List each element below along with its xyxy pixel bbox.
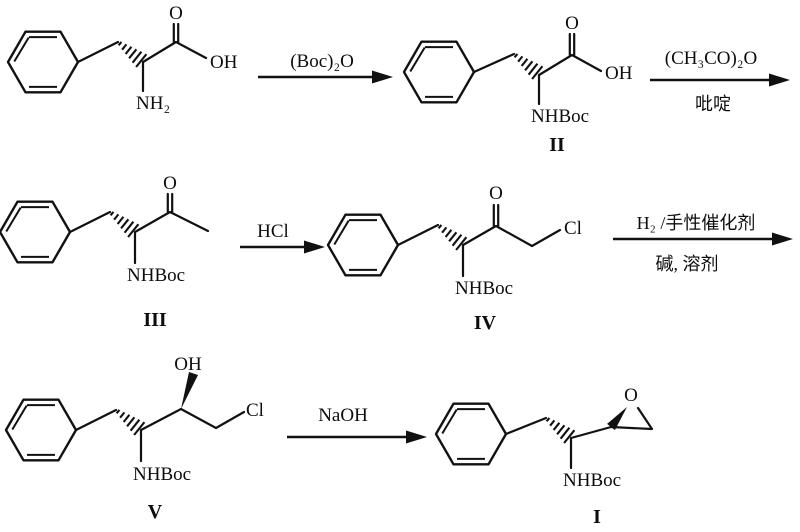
benzene-ring [0, 200, 72, 264]
benzene-ring [4, 398, 78, 462]
amide-label: NHBoc [133, 464, 191, 485]
reaction-arrow-1: (Boc)₂O [258, 51, 393, 84]
structure-V: OH Cl NHBoc V [4, 354, 264, 523]
amide-label: NHBoc [531, 106, 589, 127]
carbonyl-oxygen-label: O [565, 13, 579, 34]
compound-number: IV [474, 312, 497, 334]
carbonyl-oxygen-label: O [489, 183, 503, 204]
benzene-ring [402, 40, 476, 104]
skeleton-bonds [472, 32, 603, 106]
amide-label: NHBoc [563, 470, 621, 491]
compound-number: I [593, 506, 601, 528]
reagent-above-label: (Boc)₂O [290, 51, 354, 72]
skeleton-bonds [74, 407, 246, 463]
reaction-arrow-5: NaOH [287, 405, 427, 444]
amide-label: NHBoc [127, 265, 185, 286]
skeleton-bonds [396, 203, 562, 278]
hydroxyl-label: OH [210, 52, 238, 73]
arrow-head [769, 73, 790, 87]
chloro-label: Cl [564, 218, 582, 239]
epoxide-oxygen-label: O [624, 385, 638, 406]
reagent-above-label: (CH₃CO)₂O [665, 48, 757, 69]
amine-label: NH₂ [136, 93, 170, 114]
bold-wedge-bond [607, 407, 627, 431]
benzene-ring [326, 213, 400, 277]
compound-number: V [148, 501, 163, 523]
hydroxyl-label: OH [605, 63, 633, 84]
carbonyl-oxygen-label: O [163, 173, 177, 194]
arrow-head [372, 70, 393, 84]
reagent-below-label: 吡啶 [695, 94, 731, 114]
benzene-ring [6, 30, 80, 94]
chloro-label: Cl [246, 400, 264, 421]
arrow-head [772, 232, 793, 246]
structure-III: O NHBoc III [0, 173, 210, 331]
reaction-arrow-2: (CH₃CO)₂O 吡啶 [650, 48, 790, 114]
structure-I: O NHBoc I [434, 385, 654, 528]
benzene-ring [434, 402, 508, 466]
skeleton-bonds [504, 406, 654, 470]
reagent-above-label: HCl [257, 221, 289, 242]
arrow-head [304, 240, 325, 254]
structure-phenylalanine: O OH NH₂ [6, 3, 238, 114]
skeleton-bonds [76, 22, 208, 93]
compound-number: III [143, 309, 167, 331]
amide-label: NHBoc [455, 278, 513, 299]
reagent-below-label: 碱, 溶剂 [656, 254, 719, 274]
carbonyl-oxygen-label: O [169, 3, 183, 24]
skeleton-bonds [68, 192, 210, 265]
reaction-arrow-3: HCl [240, 221, 325, 254]
hydroxyl-label: OH [174, 354, 202, 375]
arrow-head [406, 430, 427, 444]
reaction-arrow-4: H₂ /手性催化剂 碱, 溶剂 [613, 213, 793, 274]
structure-II: O OH NHBoc II [402, 13, 633, 156]
reagent-above-label: NaOH [318, 405, 368, 426]
structure-IV: O Cl NHBoc IV [326, 183, 582, 334]
compound-number: II [549, 134, 565, 156]
reagent-above-label: H₂ /手性催化剂 [637, 213, 756, 233]
bold-wedge-bond [181, 372, 198, 409]
